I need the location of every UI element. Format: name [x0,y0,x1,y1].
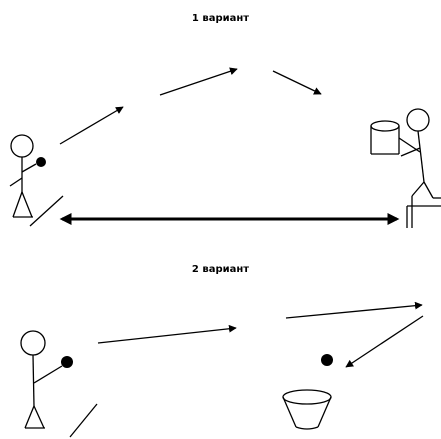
trajectory-arrow [272,70,322,95]
trajectory-arrow [285,301,423,319]
variant-2-scene [20,301,424,438]
trajectory-arrow [159,67,238,96]
ball-icon [36,157,46,167]
variant-2-title: 2 вариант [191,264,250,275]
throw-line-mark [69,403,98,438]
ball-icon [61,356,73,368]
thrower-figure-left [9,134,37,218]
trajectory-arrow [97,324,237,344]
ball-icon [321,354,333,366]
thrower-figure-left [20,330,63,429]
variant-1-title: 1 вариант [191,13,250,24]
trajectory-arrow [59,106,124,145]
basket-icon [282,389,332,430]
throw-line-mark [29,195,64,227]
variant-1-scene [9,67,441,228]
trajectory-arrow [345,315,424,368]
catcher-figure-right [398,108,441,228]
bucket-icon [370,120,400,155]
